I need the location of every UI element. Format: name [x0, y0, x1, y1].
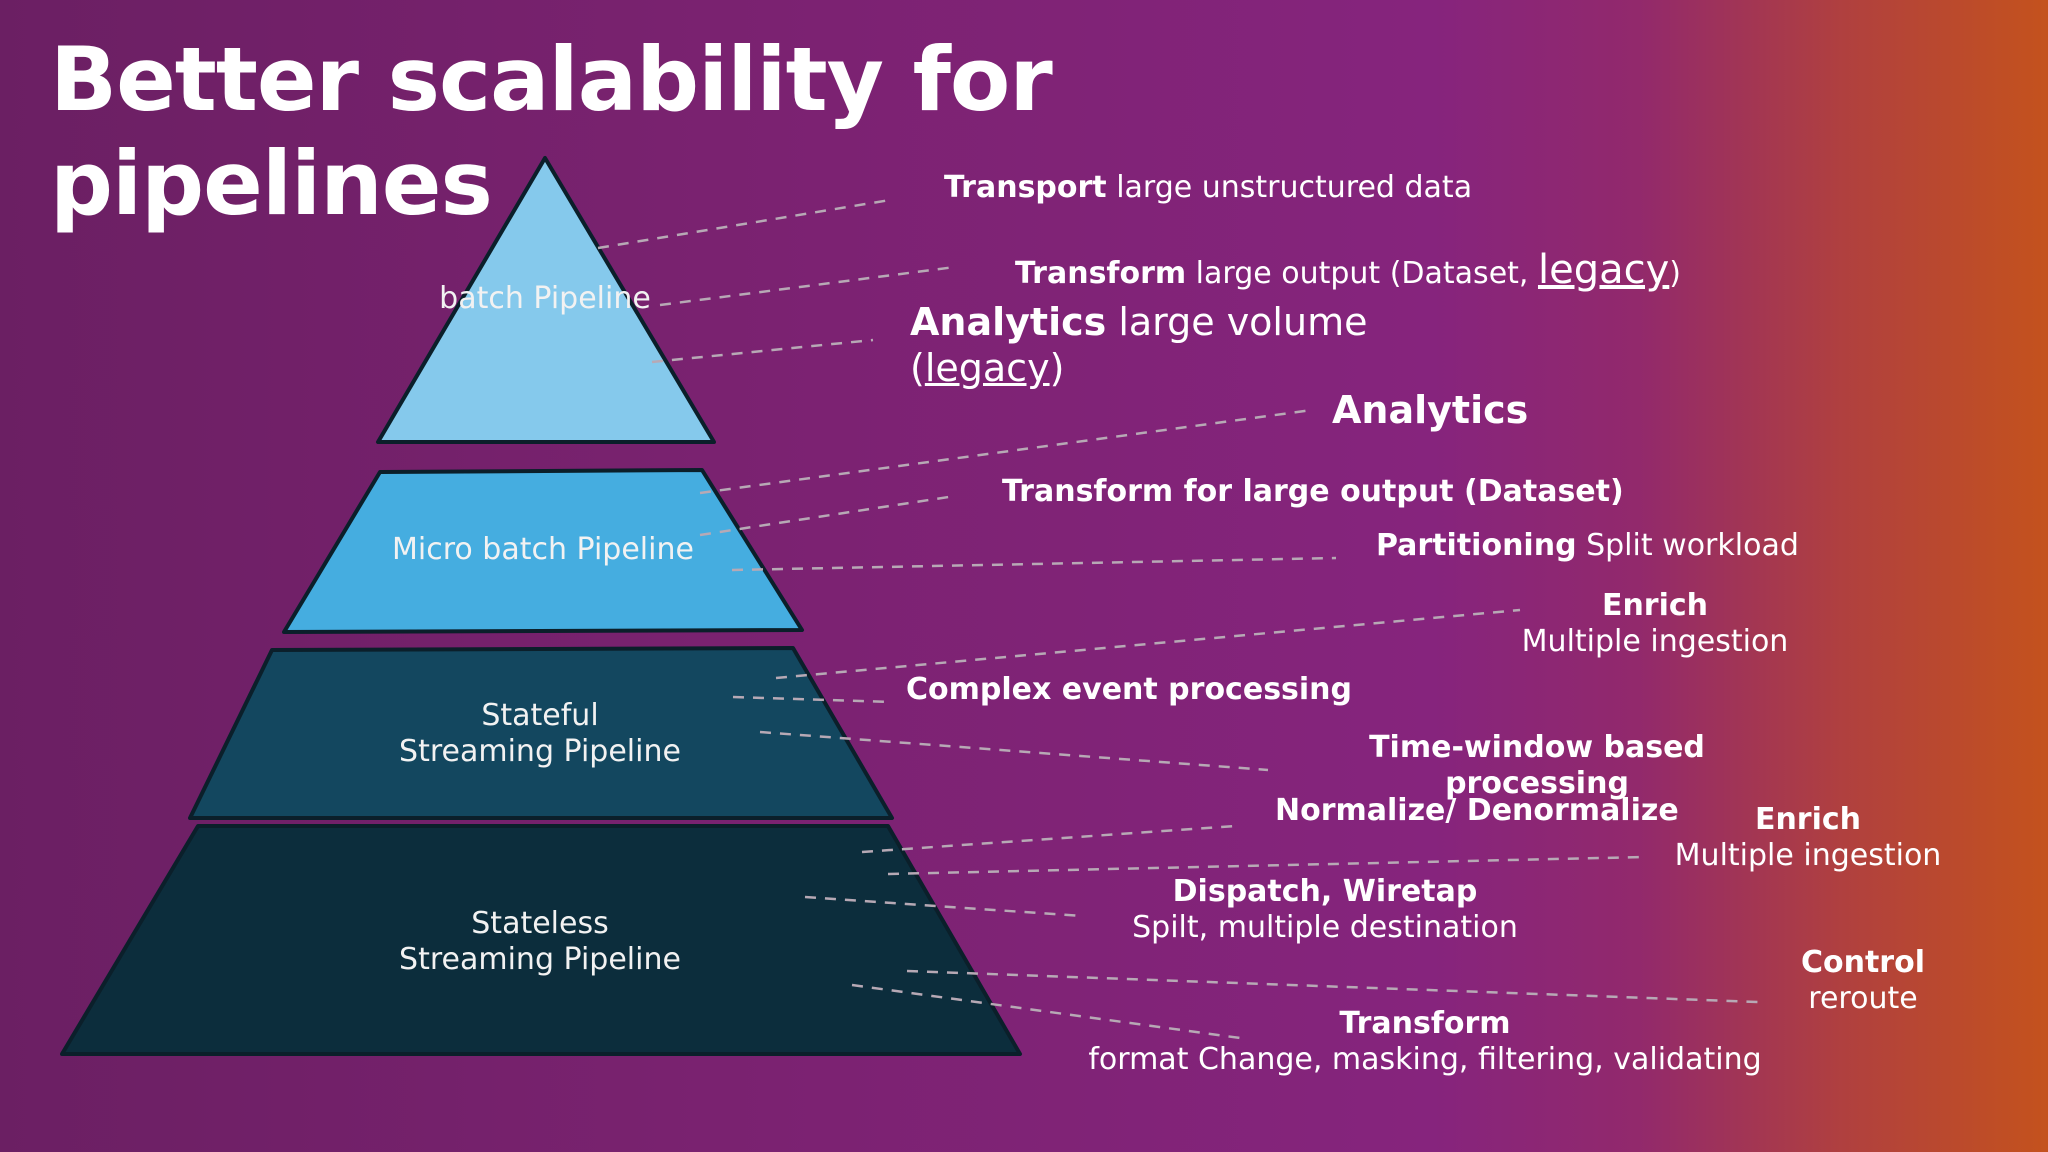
connector-transport [597, 198, 891, 250]
connector-complex-event [732, 695, 893, 704]
label-partitioning: Partitioning Split workload [1376, 528, 1799, 563]
label-dispatch: Dispatch, Wiretap Spilt, multiple destin… [1132, 874, 1518, 945]
label-analytics: Analytics [1332, 388, 1529, 432]
label-control: Control reroute [1800, 945, 1925, 1016]
label-enrich-2: Enrich Multiple ingestion [1674, 802, 1942, 873]
tier-label-batch: batch Pipeline [439, 281, 651, 316]
label-enrich-1: Enrich Multiple ingestion [1521, 588, 1789, 659]
connector-enrich-1 [775, 608, 1521, 680]
page-title: Better scalability for pipelines [50, 28, 1053, 236]
label-normalize: Normalize/ Denormalize [1275, 793, 1679, 828]
legacy-link-1[interactable]: legacy [1537, 247, 1670, 293]
connector-partitioning [731, 556, 1337, 572]
connector-normalize [861, 824, 1236, 854]
tier-label-stateful: Stateful Streaming Pipeline [399, 698, 681, 769]
connector-enrich-2 [887, 855, 1645, 876]
tier-batch [376, 156, 716, 444]
connector-time-window [759, 730, 1269, 772]
label-transform-dataset: Transform for large output (Dataset) [1002, 474, 1624, 509]
tier-label-micro-batch: Micro batch Pipeline [392, 532, 694, 567]
title-line-1: Better scalability for [50, 28, 1053, 131]
label-transform-format: Transform format Change, masking, filter… [1088, 1006, 1762, 1077]
label-transport: Transport large unstructured data [944, 170, 1473, 205]
tier-stateless [60, 824, 1022, 1056]
connector-transform-dataset [699, 494, 956, 537]
title-line-2: pipelines [50, 132, 493, 235]
legacy-link-2[interactable]: legacy [924, 346, 1050, 390]
connector-transform-format [851, 983, 1241, 1040]
label-complex-event: Complex event processing [906, 672, 1353, 707]
tier-label-stateless: Stateless Streaming Pipeline [399, 906, 681, 977]
tier-stateful [188, 646, 894, 820]
connector-analytics [699, 408, 1313, 495]
label-analytics-legacy: Analytics large volume (legacy) [910, 300, 1368, 390]
label-time-window: Time-window based processing [1369, 730, 1705, 801]
tier-micro-batch [282, 468, 804, 634]
connector-control [906, 969, 1759, 1004]
connector-dispatch [804, 895, 1083, 918]
label-transform-legacy: Transform large output (Dataset, legacy) [1015, 247, 1681, 293]
connector-analytics-legacy [651, 338, 874, 364]
connector-transform-legacy [659, 265, 956, 307]
